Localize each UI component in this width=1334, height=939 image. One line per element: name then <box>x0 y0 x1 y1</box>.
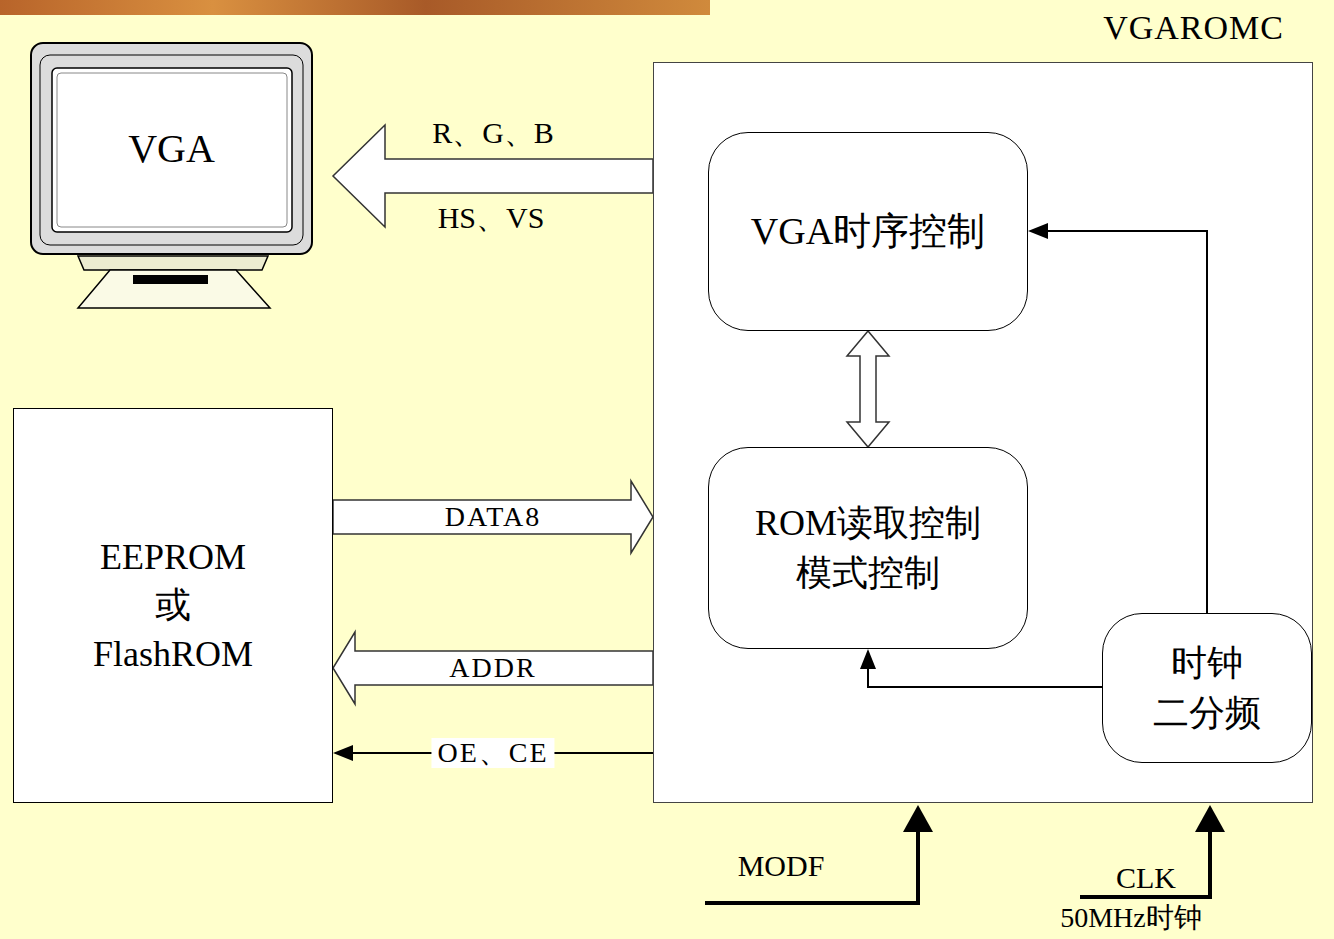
text-line: FlashROM <box>93 630 253 679</box>
monitor-screen-edge <box>57 73 287 227</box>
signal-label: R、G、B <box>432 118 554 148</box>
arrow-head <box>860 649 876 669</box>
connector <box>847 331 889 447</box>
node-text: ROM读取控制 模式控制 <box>754 498 983 599</box>
monitor-neck <box>78 256 268 270</box>
monitor-slot <box>133 275 208 284</box>
decor-strip <box>0 0 710 15</box>
signal-label: CLK <box>1116 863 1176 893</box>
signal-label: ADDR <box>443 653 542 683</box>
input-wire <box>705 830 918 903</box>
module-title: VGAROMC <box>1103 9 1284 46</box>
node-text: 时钟 二分频 <box>1152 638 1262 739</box>
arrow-head <box>1195 805 1225 832</box>
node-text: EEPROM 或 FlashROM <box>92 533 255 679</box>
vga-monitor: VGA <box>30 42 313 255</box>
text-line: VGA时序控制 <box>751 209 985 255</box>
connector <box>860 649 1102 687</box>
text-line: ROM读取控制 <box>755 498 981 548</box>
input-wire <box>1080 830 1210 897</box>
node-text: VGA时序控制 <box>751 209 985 255</box>
monitor-bezel <box>40 55 303 245</box>
arrow-head <box>903 805 933 832</box>
text-line: 或 <box>155 581 191 630</box>
clock-box: 时钟 二分频 <box>1102 613 1312 763</box>
hollow-arrow <box>333 632 653 704</box>
connector <box>333 481 653 553</box>
arrow-head <box>1028 223 1048 239</box>
signal-label: DATA8 <box>439 502 547 532</box>
text-line: VGA <box>128 127 215 171</box>
process-box: ROM读取控制 模式控制 <box>708 447 1028 649</box>
connector <box>333 632 653 704</box>
text-line: 模式控制 <box>796 548 940 598</box>
arrow-head <box>333 745 353 761</box>
connector-line <box>1048 231 1207 613</box>
connector <box>1028 223 1207 613</box>
signal-label: MODF <box>738 851 825 881</box>
hollow-arrow <box>333 481 653 553</box>
connector-line <box>868 669 1102 687</box>
process-box: VGA时序控制 <box>708 132 1028 331</box>
monitor-body <box>31 43 312 254</box>
signal-label: OE、CE <box>431 738 554 768</box>
signal-label: HS、VS <box>438 203 545 233</box>
text-line: 二分频 <box>1153 688 1261 738</box>
monitor-base <box>78 270 270 308</box>
text-line: EEPROM <box>100 533 246 582</box>
text-line: 时钟 <box>1171 638 1243 688</box>
monitor-screen <box>52 68 292 232</box>
hollow-arrow <box>847 331 889 447</box>
signal-label: 50MHz时钟 <box>1060 904 1202 932</box>
node-text: VGA <box>128 127 215 171</box>
module-box: VGAROMCVGA时序控制ROM读取控制 模式控制时钟 二分频 <box>653 62 1313 803</box>
module-fill <box>653 62 1313 803</box>
memory-box: EEPROM 或 FlashROM <box>13 408 333 803</box>
text-line: VGAROMC <box>1103 9 1284 46</box>
